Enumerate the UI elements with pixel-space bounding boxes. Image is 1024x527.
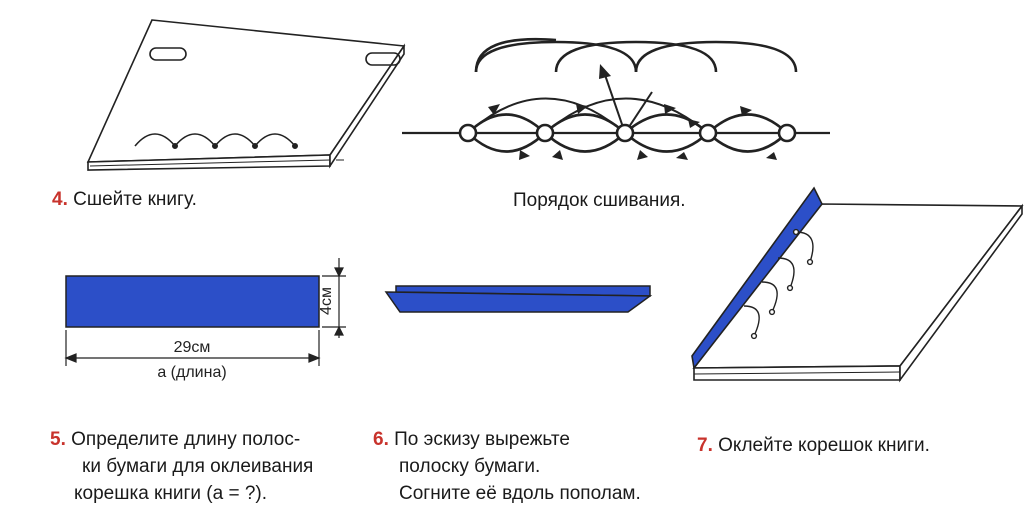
step-number: 4. [52, 189, 68, 210]
step-text-line: ки бумаги для оклеивания [82, 456, 314, 477]
stitch-hole [458, 123, 478, 143]
length-label: 29см [174, 339, 211, 356]
paper-strip-dimensions [64, 258, 346, 366]
sewing-order-diagram [402, 37, 830, 160]
step-text-line: Согните её вдоль пополам. [399, 483, 641, 504]
step-number: 5. [50, 429, 66, 450]
variable-label: а (длина) [157, 364, 226, 381]
step-text: Сшейте книгу. [73, 189, 197, 210]
sewing-order-caption: Порядок сшивания. [513, 190, 686, 211]
step-7: 7. Оклейте корешок книги. [697, 432, 930, 459]
step-text: Оклейте корешок книги. [718, 435, 930, 456]
step-5: 5. Определите длину полос- ки бумаги для… [50, 426, 313, 507]
right-clip [365, 52, 401, 66]
left-clip [149, 47, 187, 61]
top-scallop [554, 40, 718, 73]
spine-stitches [743, 228, 814, 340]
step-6: 6. По эскизу вырежьте полоску бумаги. Со… [373, 426, 641, 507]
step-number: 7. [697, 435, 713, 456]
folded-strip-illustration [384, 285, 653, 313]
step-text-line: По эскизу вырежьте [394, 429, 570, 450]
blue-spine [691, 186, 823, 370]
stitch-hole [698, 123, 718, 143]
width-label: 4см [318, 287, 335, 315]
book-spine-illustration [691, 186, 1024, 383]
blue-strip [65, 275, 320, 328]
book-top-face [86, 19, 406, 163]
step-number: 6. [373, 429, 389, 450]
step-text-line: полоску бумаги. [399, 456, 541, 477]
book-stitches [134, 133, 298, 150]
step-text-line: Определите длину полос- [71, 429, 301, 450]
stitch-hole [615, 123, 635, 143]
book-right-face [329, 43, 405, 169]
book-sewing-illustration [86, 19, 406, 171]
stitch-hole [535, 123, 555, 143]
top-scallop [634, 40, 798, 73]
step-4: 4. Сшейте книгу. [52, 186, 197, 213]
top-scallop [474, 40, 638, 73]
stitch-hole [777, 123, 797, 143]
step-text-line: корешка книги (а = ?). [74, 483, 268, 504]
